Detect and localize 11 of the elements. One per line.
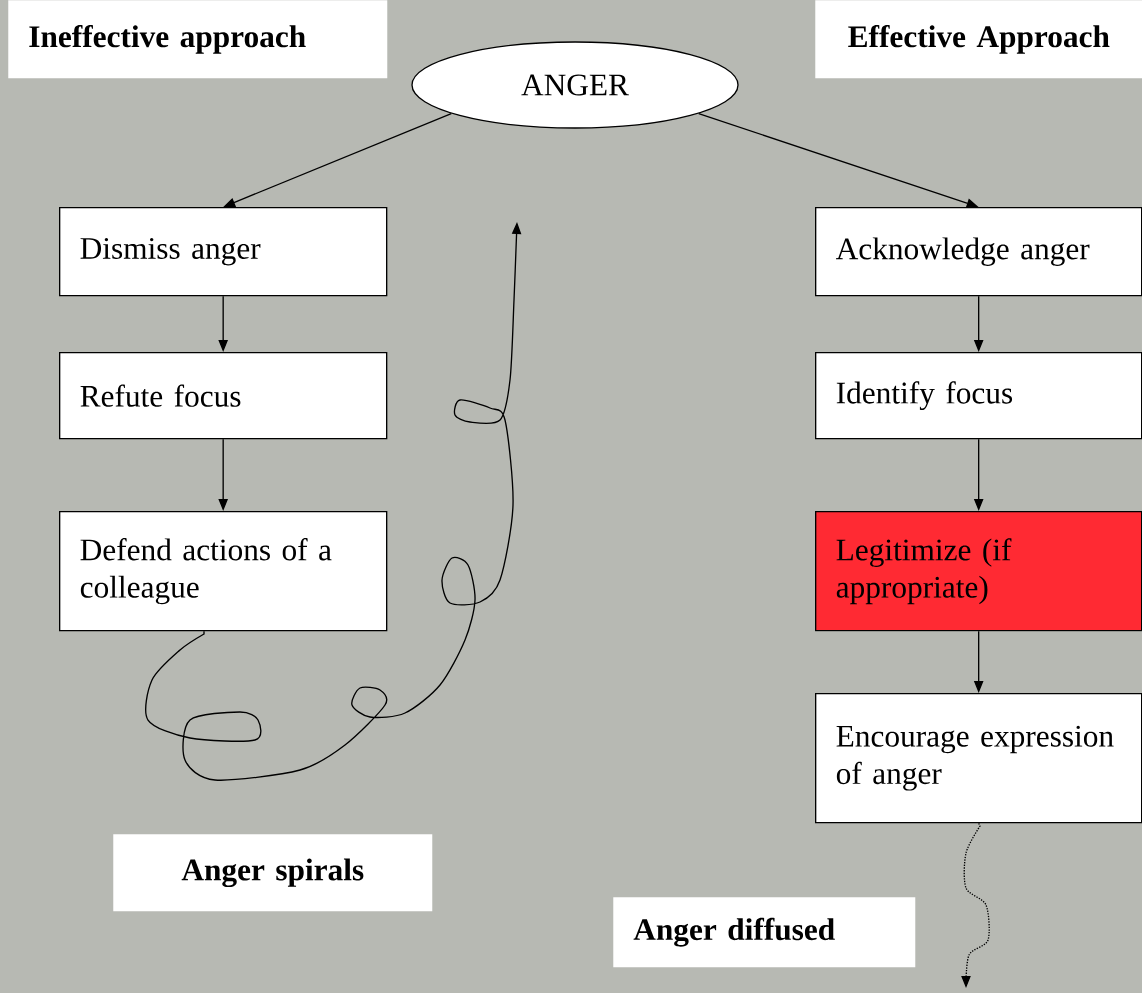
step-box: Refute focus [59, 352, 388, 440]
heading-box: Ineffective approach [8, 0, 388, 79]
step-box: Identify focus [815, 352, 1142, 440]
step-box: Acknowledge anger [815, 207, 1142, 297]
outcome-box: Anger diffused [613, 897, 916, 968]
step-box: Encourage expression of anger [815, 693, 1142, 824]
step-box: Legitimize (if appropriate) [815, 511, 1142, 632]
step-box: Defend actions of a colleague [59, 511, 388, 632]
heading-box: Effective Approach [815, 0, 1142, 79]
outcome-box: Anger spirals [113, 834, 433, 912]
step-box: Dismiss anger [59, 207, 388, 297]
